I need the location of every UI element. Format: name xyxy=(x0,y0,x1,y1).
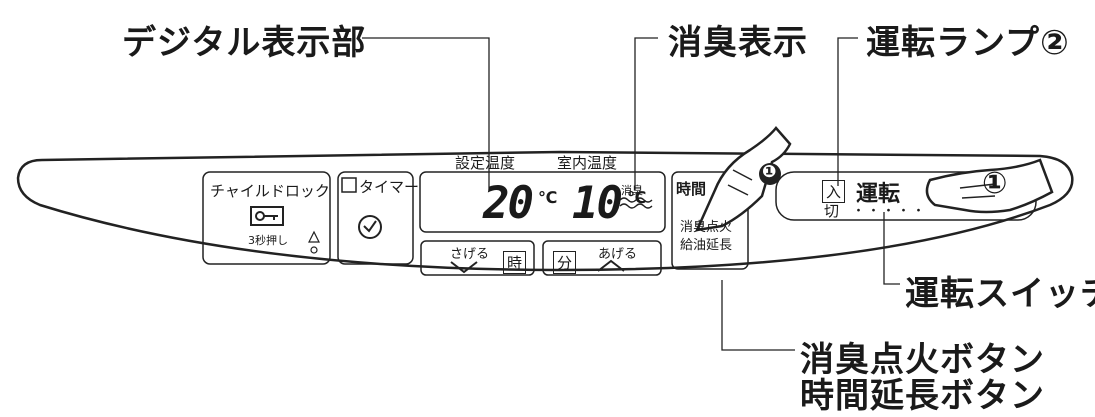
minute-key: 分 xyxy=(553,251,577,274)
timer-checkbox-icon xyxy=(341,177,357,193)
pressing-hand-icon xyxy=(694,126,792,232)
child-lock-label: チャイルドロック xyxy=(210,182,330,200)
room-temp-label: 室内温度 xyxy=(557,154,618,172)
room-temp-unit: ℃ xyxy=(627,188,647,207)
timer-button[interactable] xyxy=(338,172,413,264)
key-icon xyxy=(250,206,284,226)
set-temp-label: 設定温度 xyxy=(455,154,516,172)
child-lock-hold-note: 3秒押し xyxy=(248,234,288,247)
digital-display-leader xyxy=(362,37,490,190)
time-button-line2: 給油延長 xyxy=(680,238,733,253)
up-button[interactable] xyxy=(543,241,661,275)
down-button[interactable] xyxy=(421,241,534,275)
time-button-label: 時間 xyxy=(676,180,707,198)
run-lamp-on: 入 xyxy=(822,180,846,203)
panel-body xyxy=(16,150,1074,272)
run-switch[interactable] xyxy=(776,172,1036,220)
run-label: 運転 xyxy=(856,182,901,207)
run-lamp-off: 切 xyxy=(824,202,840,220)
time-extend-button[interactable] xyxy=(672,172,748,269)
run-dots: ・・・・・ xyxy=(852,204,928,219)
down-button-label: さげる xyxy=(450,247,490,262)
display-frame xyxy=(419,171,666,233)
deodorize-indicator: 消臭 xyxy=(621,184,643,197)
callout-deodorize-ignite-button: 消臭点火ボタン xyxy=(800,340,1045,380)
child-lock-button[interactable] xyxy=(203,172,330,264)
pressing-hand-icon xyxy=(925,158,1054,214)
run-lamp-leader xyxy=(837,37,858,186)
callout-time-extend-button: 時間延長ボタン xyxy=(800,376,1045,416)
timer-label: タイマー xyxy=(359,178,420,196)
panel-outline xyxy=(16,37,1074,351)
time-button-line1: 消臭点火 xyxy=(680,220,733,235)
callout-run-switch: 運転スイッチ xyxy=(905,274,1095,314)
callout-digital-display: デジタル表示部 xyxy=(122,23,367,63)
callout-run-lamp: 運転ランプ② xyxy=(866,23,1070,63)
up-button-frame xyxy=(542,240,662,276)
run-switch-leader xyxy=(883,212,900,285)
control-panel-diagram: デジタル表示部 消臭表示 運転ランプ② 運転スイッチ 消臭点火ボタン 時間延長ボ… xyxy=(16,23,1095,416)
clock-icon xyxy=(358,215,382,239)
deodorize-wave-icon xyxy=(619,197,653,209)
chevron-down-icon xyxy=(450,261,478,274)
room-temp-value: 10 xyxy=(572,178,623,229)
set-temp-unit: ℃ xyxy=(538,188,558,207)
step-marker-1: ❶ xyxy=(762,162,777,182)
chevron-up-icon xyxy=(597,259,625,272)
time-button-frame xyxy=(671,171,749,270)
lock-indicator-icon xyxy=(308,230,320,254)
callout-deodorize-display: 消臭表示 xyxy=(668,23,808,63)
deodorize-display-leader xyxy=(634,37,658,190)
set-temp-value: 20 xyxy=(483,178,534,229)
time-button-leader xyxy=(721,280,795,351)
child-lock-frame xyxy=(202,171,331,265)
timer-frame xyxy=(337,171,414,265)
up-button-label: あげる xyxy=(598,247,638,262)
step-marker-2: ① xyxy=(982,166,1008,201)
down-button-frame xyxy=(420,240,535,276)
hour-key: 時 xyxy=(503,251,527,274)
